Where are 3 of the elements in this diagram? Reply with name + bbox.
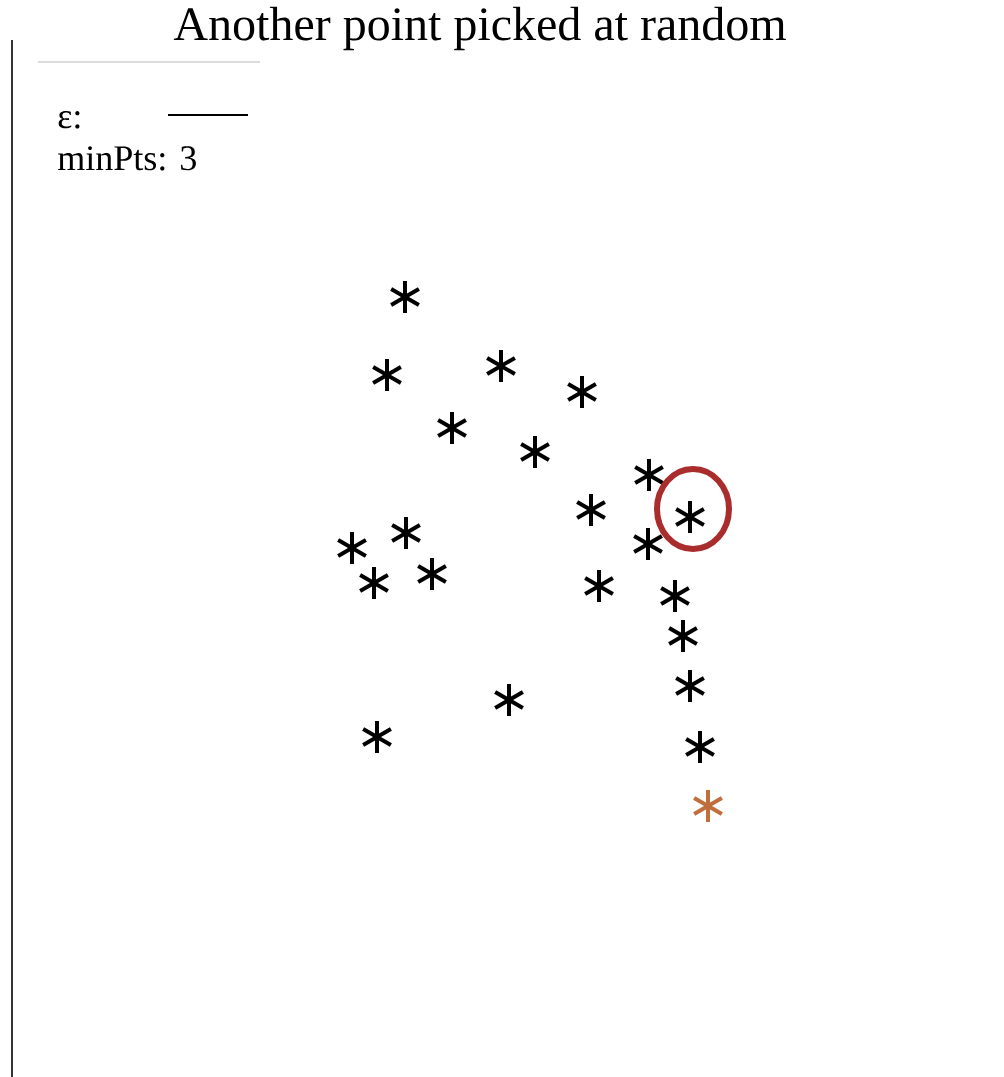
parameter-label: minPts: 3 (58, 146, 196, 171)
parameter-label: ε: (58, 111, 80, 129)
title: Another point picked at random (173, 6, 786, 51)
